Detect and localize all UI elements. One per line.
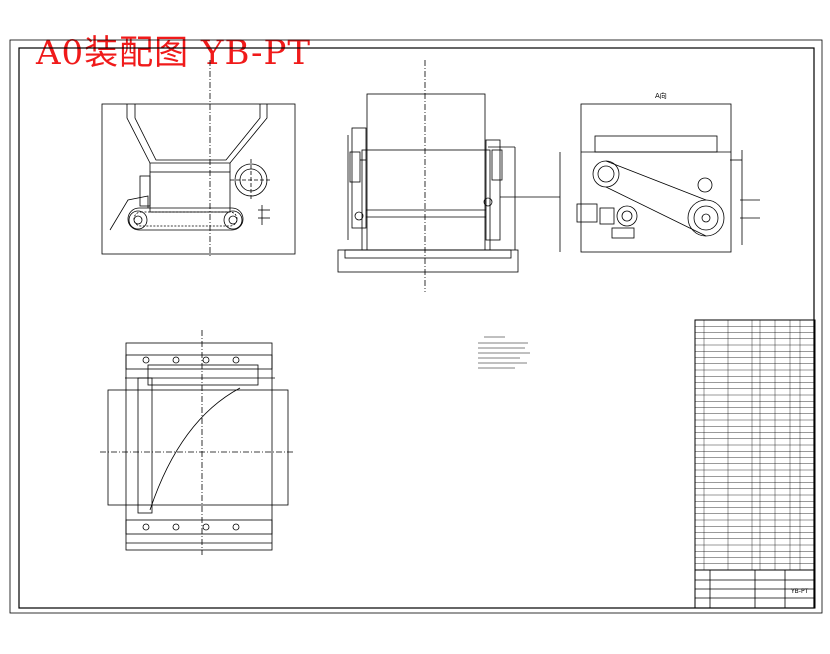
drawing-title: A0装配图 YB-PT — [36, 33, 312, 73]
title-block: YB-PT — [694, 569, 816, 609]
outer-border — [9, 39, 823, 614]
parts-list-table — [694, 319, 816, 571]
front-view — [101, 60, 296, 258]
title-block-code: YB-PT — [790, 588, 809, 595]
side-view — [337, 60, 560, 292]
a-view-label: A向 — [655, 91, 667, 100]
technical-notes — [478, 336, 530, 369]
inner-frame — [18, 47, 815, 609]
plan-view — [100, 330, 295, 555]
a-view: A向 — [559, 91, 760, 253]
